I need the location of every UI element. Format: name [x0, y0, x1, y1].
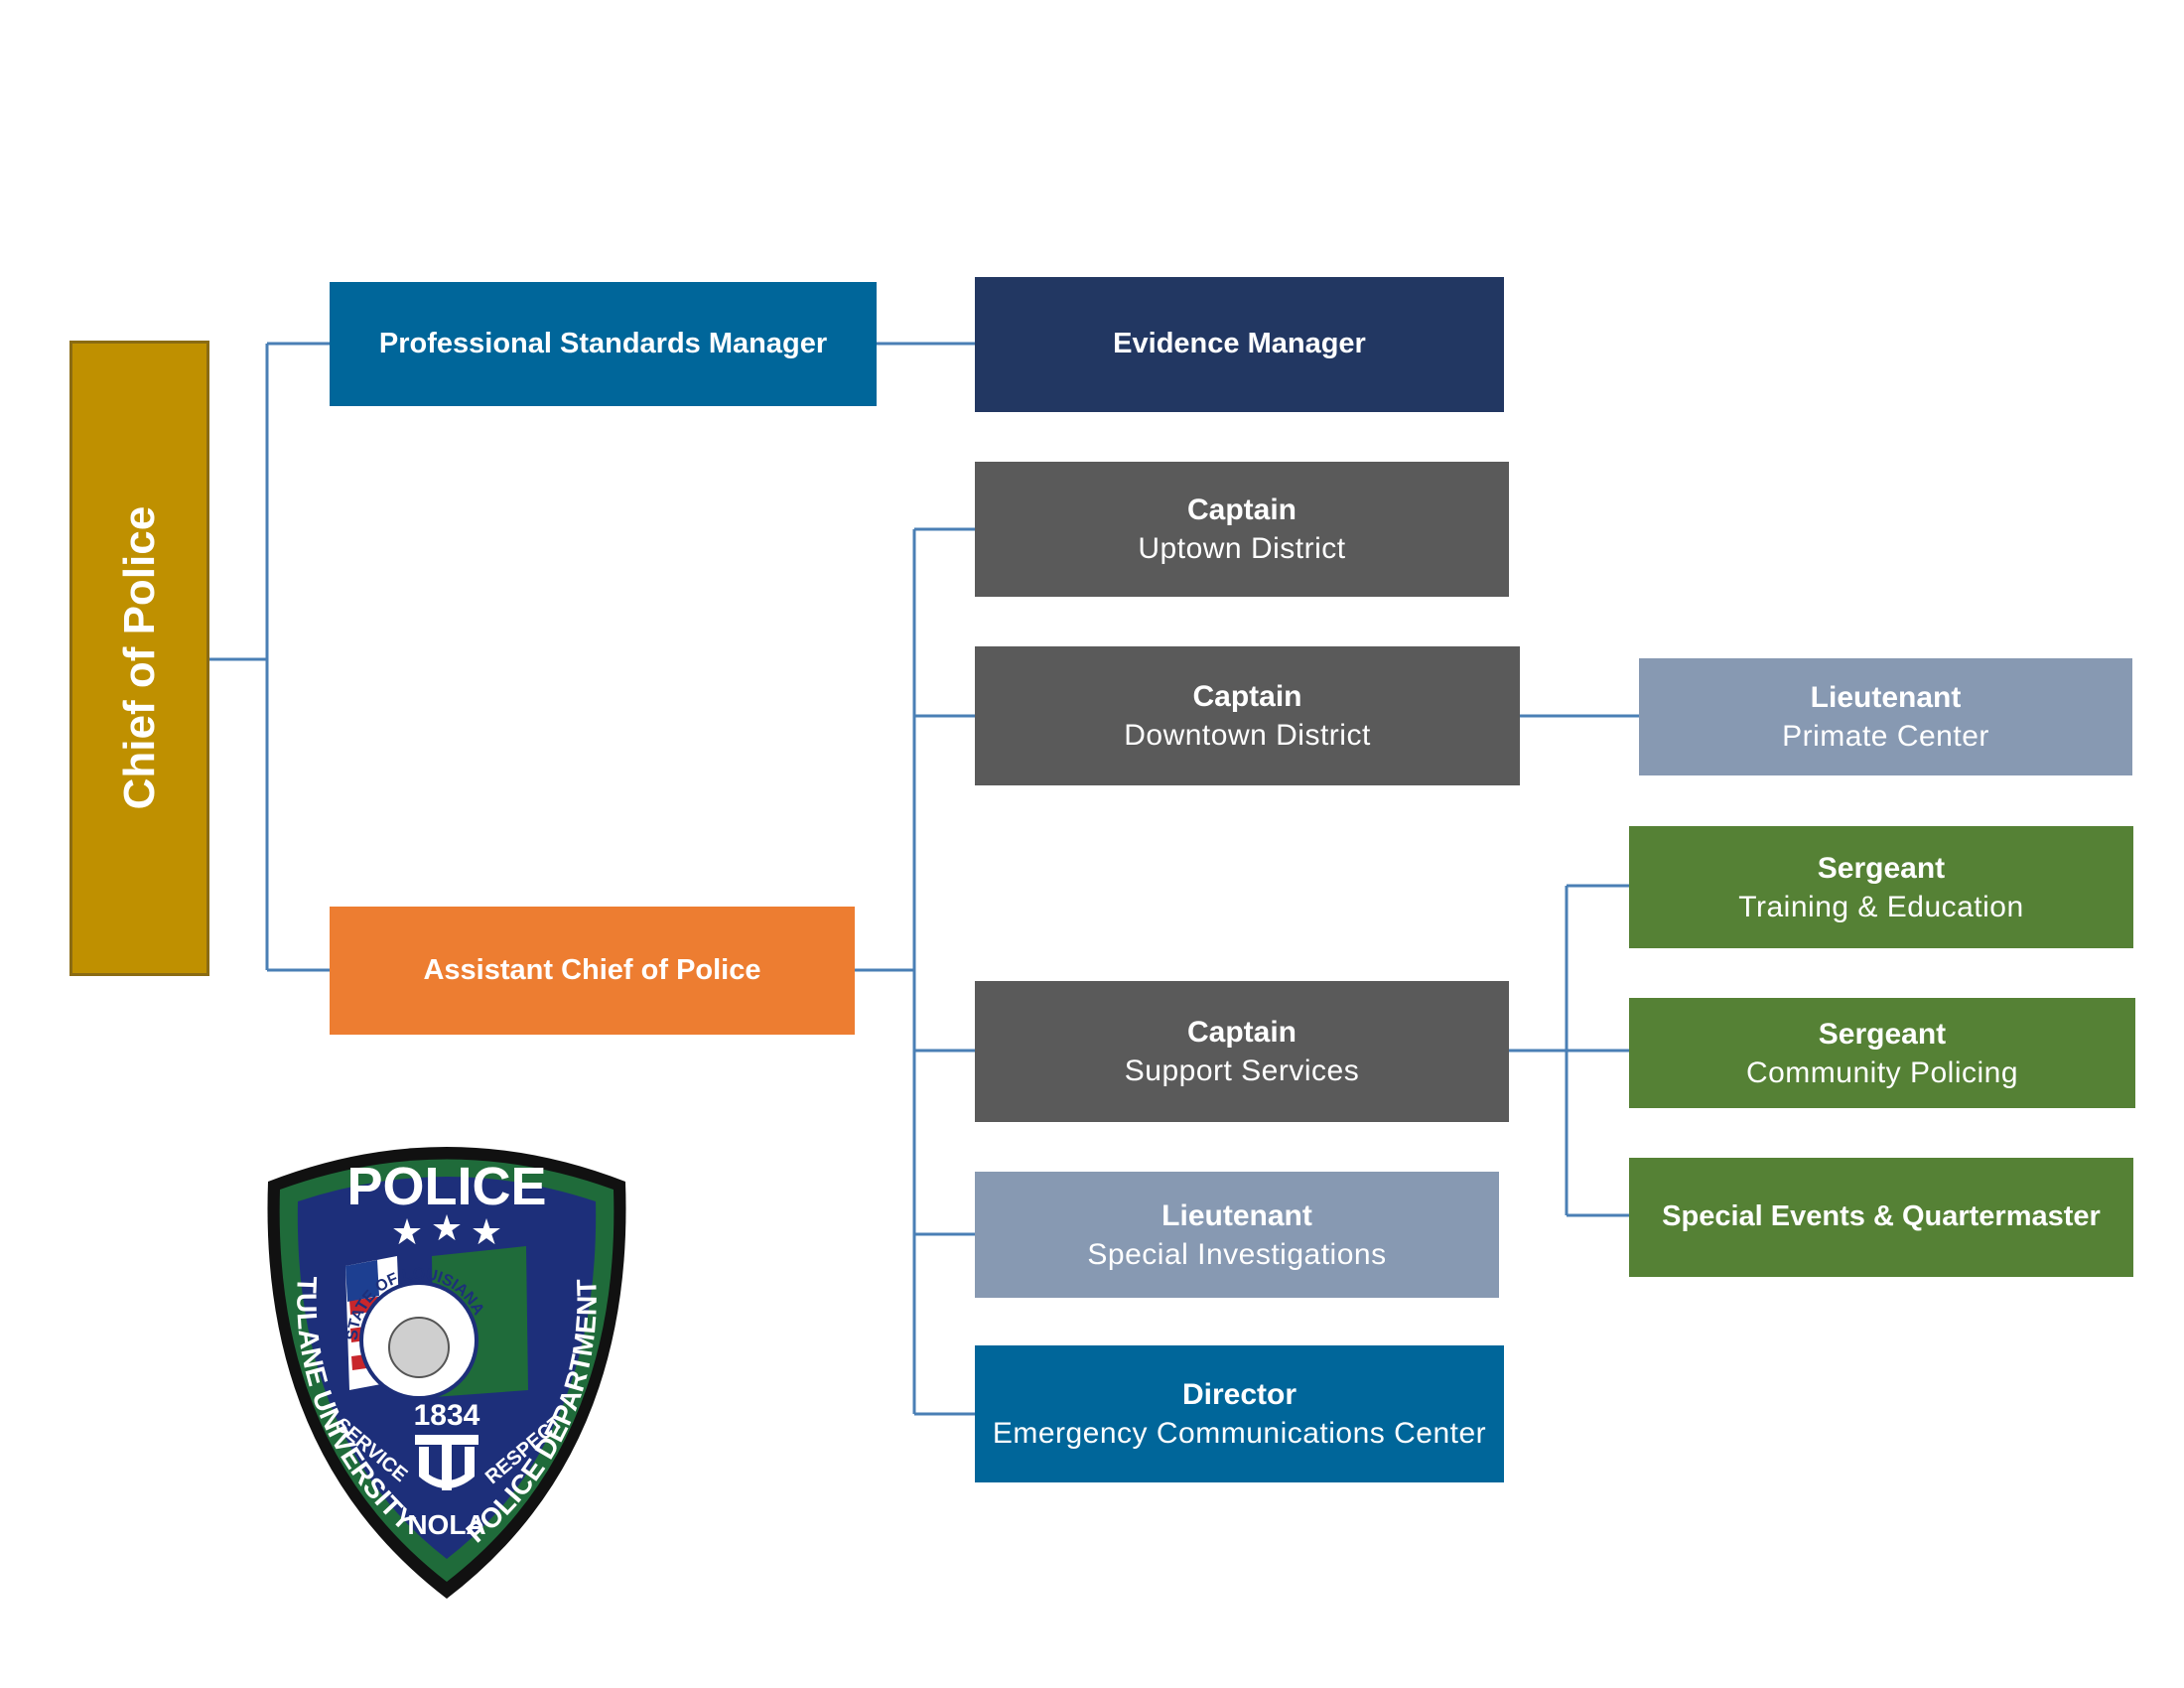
badge-stars: ★ ★ ★: [391, 1207, 502, 1252]
captain-uptown-unit: Uptown District: [1138, 532, 1346, 565]
captain-uptown-box: Captain Uptown District: [975, 462, 1509, 597]
captain-support-box: Captain Support Services: [975, 981, 1509, 1122]
assistant-chief-label: Assistant Chief of Police: [423, 953, 761, 986]
svg-text:★: ★: [391, 1211, 423, 1252]
sergeant-community-unit: Community Policing: [1745, 1055, 2019, 1089]
lieutenant-primate-title: Lieutenant: [1810, 681, 1962, 714]
svg-text:★: ★: [431, 1207, 463, 1248]
professional-standards-label: Professional Standards Manager: [378, 327, 828, 359]
captain-support-title: Captain: [1186, 1016, 1297, 1049]
sergeant-training-unit: Training & Education: [1738, 890, 2024, 923]
badge-police-text: POLICE: [346, 1157, 546, 1216]
badge-year: 1834: [414, 1399, 480, 1432]
special-events-label: Special Events & Quartermaster: [1662, 1200, 2101, 1233]
assistant-chief-box: Assistant Chief of Police: [330, 907, 855, 1035]
lieutenant-primate-unit: Primate Center: [1782, 720, 1989, 753]
professional-standards-box: Professional Standards Manager: [330, 282, 877, 406]
lieutenant-investigations-box: Lieutenant Special Investigations: [975, 1172, 1499, 1298]
chief-of-police-label: Chief of Police: [114, 506, 164, 810]
evidence-manager-label: Evidence Manager: [1113, 328, 1366, 360]
lieutenant-investigations-title: Lieutenant: [1161, 1198, 1312, 1232]
director-ecc-unit: Emergency Communications Center: [992, 1417, 1487, 1450]
director-ecc-title: Director: [1181, 1378, 1297, 1411]
svg-text:★: ★: [471, 1211, 502, 1252]
lieutenant-investigations-unit: Special Investigations: [1087, 1237, 1387, 1271]
captain-uptown-title: Captain: [1186, 493, 1297, 526]
lieutenant-primate-box: Lieutenant Primate Center: [1639, 658, 2132, 775]
evidence-manager-box: Evidence Manager: [975, 277, 1504, 412]
director-ecc-box: Director Emergency Communications Center: [975, 1345, 1504, 1482]
special-events-box: Special Events & Quartermaster: [1629, 1158, 2133, 1277]
captain-downtown-title: Captain: [1192, 680, 1302, 713]
sergeant-training-box: Sergeant Training & Education: [1629, 826, 2133, 948]
chief-of-police-box: Chief of Police: [69, 341, 209, 976]
badge-monogram: [415, 1435, 478, 1490]
police-badge-logo: POLICE ★ ★ ★ TULANE UNIVERSITY POLICE DE…: [267, 1147, 626, 1599]
captain-support-unit: Support Services: [1124, 1055, 1360, 1087]
badge-nola: NOLA: [407, 1509, 485, 1540]
sergeant-community-title: Sergeant: [1818, 1017, 1947, 1051]
sergeant-community-box: Sergeant Community Policing: [1629, 998, 2135, 1108]
captain-downtown-box: Captain Downtown District: [975, 646, 1520, 785]
captain-downtown-unit: Downtown District: [1124, 719, 1371, 752]
sergeant-training-title: Sergeant: [1817, 851, 1946, 885]
